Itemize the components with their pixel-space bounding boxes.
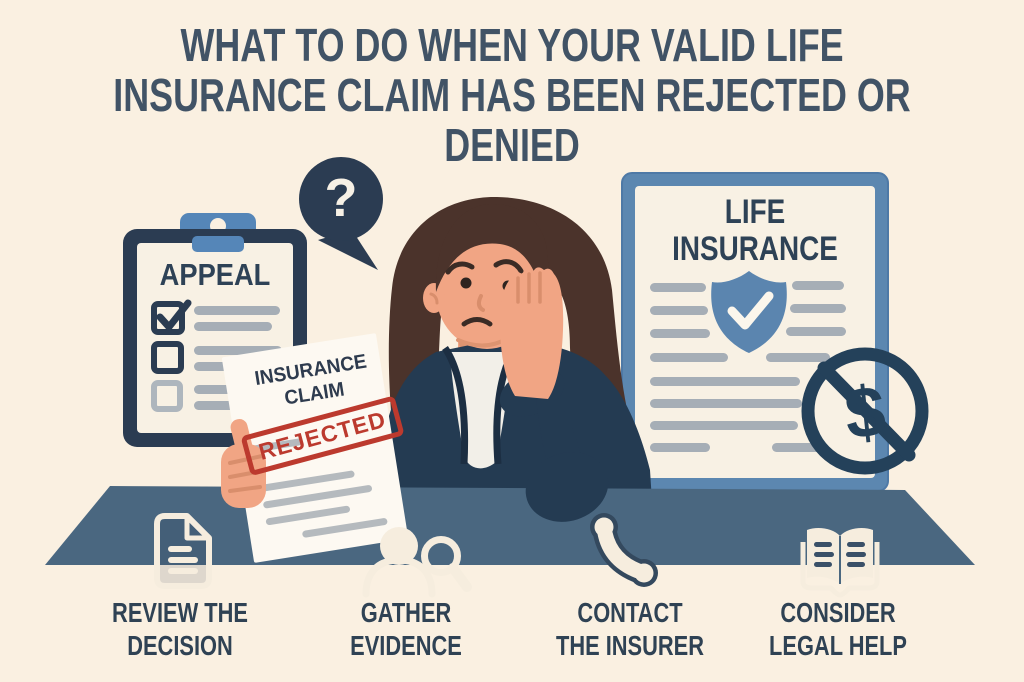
- title-line-3: DENIED: [444, 119, 580, 171]
- eyebrow-left: [445, 261, 475, 275]
- policy-document-title: LIFE INSURANCE: [634, 194, 876, 268]
- no-money-icon: [801, 347, 929, 475]
- dollar-symbol: $: [841, 371, 890, 455]
- clipboard-clip-tab: [192, 236, 244, 252]
- document-icon: [154, 513, 212, 589]
- title-line-1: WHAT TO DO WHEN YOUR VALID LIFE: [180, 19, 844, 71]
- question-bubble: [299, 157, 383, 270]
- phone-icon: [590, 513, 658, 587]
- step-label-contact-insurer: CONTACT THE INSURER: [555, 597, 705, 661]
- clipboard-heading: APPEAL: [159, 257, 271, 292]
- nose: [476, 294, 485, 312]
- page-title: WHAT TO DO WHEN YOUR VALID LIFE INSURANC…: [0, 20, 1024, 170]
- claim-text-lines: [252, 438, 388, 538]
- eye-left: [460, 277, 472, 289]
- question-mark: ?: [324, 168, 358, 228]
- step-label-gather-evidence: GATHER EVIDENCE: [350, 597, 462, 661]
- title-line-2: INSURANCE CLAIM HAS BEEN REJECTED OR: [113, 69, 911, 121]
- hand-on-cheek: [499, 267, 564, 399]
- ear: [423, 283, 445, 313]
- policy-text-lines: [650, 281, 846, 452]
- mouth-frown: [461, 317, 493, 327]
- shield-check-icon: [711, 271, 787, 353]
- hand-holding-paper: [221, 419, 266, 508]
- step-label-consider-legal-help: CONSIDER LEGAL HELP: [769, 597, 907, 661]
- finger-lines: [516, 271, 542, 304]
- lapel-left: [442, 346, 469, 465]
- open-book-icon: [800, 528, 880, 598]
- policy-title-line-1: LIFE: [724, 193, 786, 231]
- person-magnifier-icon: [362, 527, 472, 598]
- claim-paper: [221, 333, 409, 563]
- life-insurance-document: [621, 172, 889, 492]
- step-label-review-decision: REVIEW THE DECISION: [112, 597, 248, 661]
- check-mark-icon: [156, 299, 192, 331]
- elbow-on-desk: [525, 452, 609, 522]
- policy-title-line-2: INSURANCE: [672, 230, 838, 268]
- finger-lines: [228, 454, 264, 493]
- hair-fringe: [435, 204, 549, 296]
- eyebrow-right: [493, 259, 524, 274]
- checklist-row-checked: [151, 299, 280, 335]
- slash-line: [817, 361, 916, 462]
